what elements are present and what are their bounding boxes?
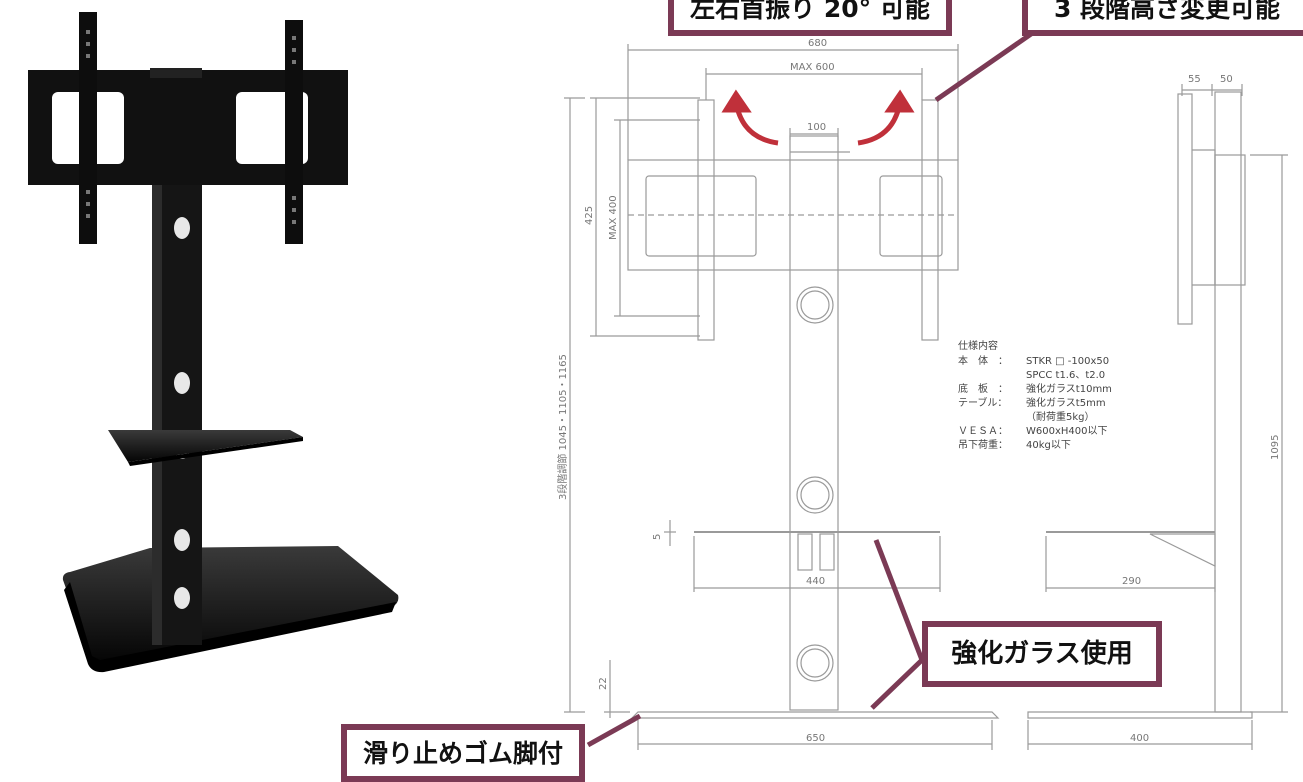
spec-row-label: ＶＥＳＡ：: [958, 426, 1008, 437]
spec-row-label: テーブル：: [958, 398, 1008, 409]
spec-row-value: W600xH400以下: [1026, 426, 1108, 437]
tilt-arrows: [721, 89, 915, 146]
spec-title: 仕様内容: [958, 341, 998, 352]
dim-side-50: 50: [1220, 74, 1233, 85]
spec-row-value: STKR □ -100x50: [1026, 356, 1110, 367]
product-base-glass: [62, 546, 399, 663]
spec-row: ＶＥＳＡ： W600xH400以下: [958, 426, 1112, 437]
spec-row-value: 強化ガラスt10mm: [1026, 384, 1112, 395]
spec-row-value: 強化ガラスt5mm: [1026, 398, 1106, 409]
callout-tilt-text: 左右首振り 20° 可能: [690, 0, 930, 23]
spec-row-value: （耐荷重5kg）: [1026, 412, 1095, 423]
spec-row-label: 底 板 ：: [958, 384, 1008, 395]
dim-max-width: MAX 600: [790, 62, 835, 73]
callout-glass-text: 強化ガラス使用: [951, 639, 1133, 669]
dim-top-width: 680: [808, 38, 827, 49]
spec-row-value: 40kg以下: [1026, 440, 1071, 451]
callout-height-text: 3 段階高さ変更可能: [1053, 0, 1281, 23]
spec-row: テーブル： 強化ガラスt5mm: [958, 398, 1112, 409]
spec-row-value: SPCC t1.6、t2.0: [1026, 370, 1106, 381]
product-arm-right: [285, 20, 303, 244]
product-arm-left: [79, 12, 97, 244]
dim-side-55: 55: [1188, 74, 1201, 85]
dim-base-height: 22: [598, 677, 609, 690]
callout-glass: 強化ガラス使用: [922, 621, 1162, 687]
spec-row-label: 吊下荷重：: [958, 440, 1008, 451]
side-view-drawing: [1027, 84, 1288, 750]
leader-glass: [873, 539, 925, 661]
dim-shelf-width: 440: [806, 576, 825, 587]
dim-total-height: 3段階調節 1045・1105・1165: [556, 354, 569, 500]
spec-row: 底 板 ： 強化ガラスt10mm: [958, 384, 1112, 395]
spec-row-label: [958, 412, 1026, 423]
diagram-canvas: 680 MAX 600 100 425 MAX 400 3段階調節 1045・1…: [28, 12, 1288, 750]
dim-shelf-thickness: 5: [652, 534, 663, 540]
product-shelf-glass: [108, 430, 303, 462]
spec-row: SPCC t1.6、t2.0: [958, 370, 1112, 381]
callout-foot-text: 滑り止めゴム脚付: [362, 738, 563, 768]
spec-row-label: 本 体 ：: [958, 356, 1008, 367]
spec-row: 吊下荷重： 40kg以下: [958, 440, 1112, 451]
dim-bracket-width: 100: [807, 122, 826, 133]
leader-foot: [586, 713, 642, 748]
spec-row: 本 体 ： STKR □ -100x50: [958, 356, 1112, 367]
dim-side-height: 1095: [1270, 435, 1281, 460]
callout-leaders: [586, 29, 1036, 748]
front-view-drawing: [564, 44, 1000, 750]
spec-row-label: [958, 370, 1026, 381]
diagram-stage: 680 MAX 600 100 425 MAX 400 3段階調節 1045・1…: [28, 0, 1303, 782]
product-photo: [28, 12, 399, 673]
dim-base-depth: 400: [1130, 733, 1149, 744]
dim-height-425: 425: [584, 206, 595, 225]
dim-base-width: 650: [806, 733, 825, 744]
dim-max-height: MAX 400: [608, 195, 619, 240]
callout-height: 3 段階高さ変更可能: [1022, 0, 1303, 36]
spec-row: （耐荷重5kg）: [958, 412, 1112, 423]
dim-shelf-depth: 290: [1122, 576, 1141, 587]
callout-tilt: 左右首振り 20° 可能: [668, 0, 952, 36]
leader-glass-base: [870, 658, 924, 710]
leader-height: [934, 29, 1036, 103]
callout-foot: 滑り止めゴム脚付: [341, 724, 585, 782]
